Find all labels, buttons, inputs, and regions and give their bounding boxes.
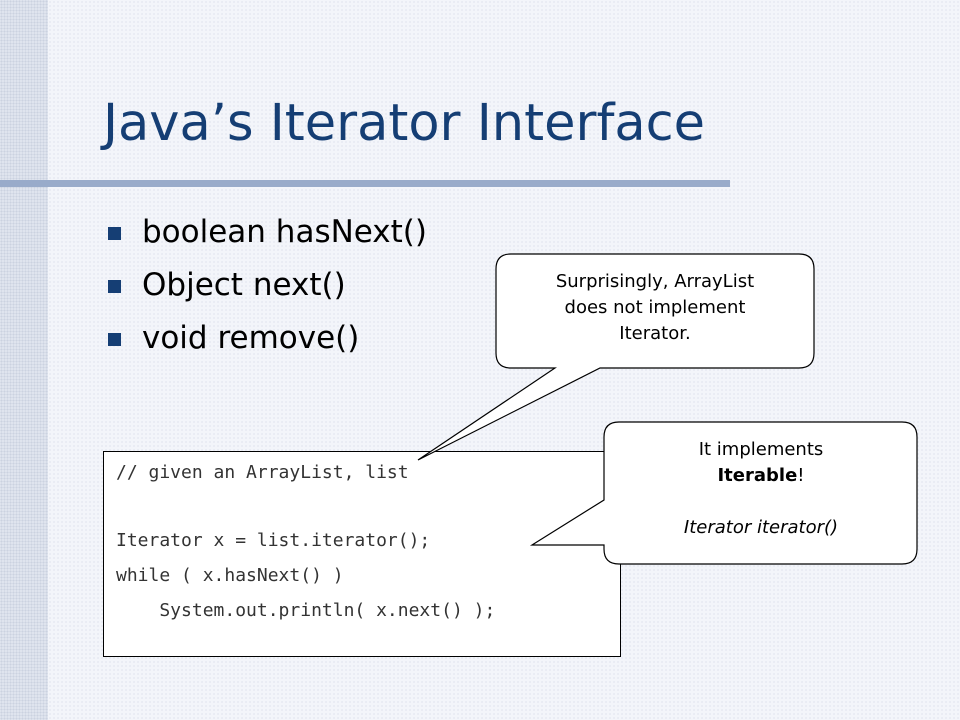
iterable-keyword: Iterable (717, 465, 798, 486)
callout-iterable-shape (529, 421, 918, 565)
square-bullet-icon (108, 227, 121, 240)
callout-line: It implements (698, 439, 824, 460)
callout-iterable-text: It implements Iterable! Iterator iterato… (606, 437, 916, 541)
callout-arraylist-text: Surprisingly, ArrayList does not impleme… (500, 269, 810, 347)
square-bullet-icon (108, 333, 121, 346)
code-line: while ( x.hasNext() ) (116, 565, 344, 586)
bullet-text: void remove() (142, 320, 360, 356)
square-bullet-icon (108, 280, 121, 293)
code-line: // given an ArrayList, list (116, 462, 409, 483)
bullet-text: Object next() (142, 267, 346, 303)
callout-line: Iterable! (606, 463, 916, 489)
callout-line: Iterator. (619, 323, 691, 344)
bullet-text: boolean hasNext() (142, 214, 427, 250)
callout-spacer (606, 489, 916, 515)
exclamation: ! (797, 465, 805, 486)
left-decorative-band (0, 0, 48, 720)
code-line: Iterator x = list.iterator(); (116, 530, 431, 551)
code-line: System.out.println( x.next() ); (116, 600, 496, 621)
callout-line: does not implement (564, 297, 746, 318)
title-underline-rule (0, 180, 730, 187)
callout-line: Surprisingly, ArrayList (555, 271, 755, 292)
code-example-box: // given an ArrayList, list Iterator x =… (103, 451, 621, 657)
callout-arraylist-shape (417, 253, 815, 461)
slide-title: Java’s Iterator Interface (103, 94, 706, 153)
callout-line: Iterator iterator() (683, 517, 839, 538)
